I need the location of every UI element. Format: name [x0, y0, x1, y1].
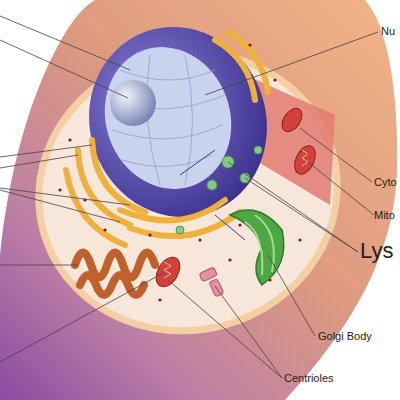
leader-line	[0, 272, 165, 362]
chromatin-strand	[120, 70, 215, 80]
smooth-er	[75, 253, 155, 296]
part-label: Cyto	[374, 177, 397, 188]
part-label: Nu	[381, 26, 395, 37]
lysosome	[207, 180, 217, 190]
ribosome	[148, 233, 151, 236]
er-fold	[130, 212, 240, 236]
part-label: Lys	[360, 240, 393, 262]
part-label: Centrioles	[284, 373, 334, 384]
leader-line	[0, 188, 130, 205]
er-fold	[120, 200, 225, 220]
chromatin-strand	[122, 155, 212, 166]
nucleolus	[110, 80, 156, 126]
leader-lines	[0, 16, 378, 378]
leader-line	[0, 145, 92, 157]
mitochondria	[151, 105, 319, 291]
ribosome	[198, 238, 201, 241]
ribosome	[228, 258, 231, 261]
leader-line	[215, 286, 282, 378]
lysosomes	[176, 146, 262, 234]
cristae	[302, 150, 308, 166]
chromatin-strand	[185, 55, 193, 185]
nucleus	[62, 2, 293, 243]
ribosomes	[58, 43, 301, 301]
ribosome	[273, 78, 276, 81]
cytoskeleton	[180, 150, 245, 240]
ribosome	[248, 43, 251, 46]
chromatin-strand	[147, 55, 160, 185]
ribosome	[238, 223, 241, 226]
golgi-fold	[255, 215, 274, 272]
leader-line	[228, 162, 358, 252]
er-fold	[228, 32, 268, 92]
chromatin-strand	[112, 125, 222, 139]
lysosome	[254, 146, 262, 154]
leader-line	[268, 255, 315, 336]
part-label: Golgi Body	[318, 331, 372, 342]
golgi-body	[230, 210, 284, 285]
mitochondrion	[151, 253, 184, 291]
mitochondrion	[291, 143, 320, 178]
ribosome	[158, 298, 161, 301]
cristae	[164, 262, 171, 278]
nucleoplasm	[85, 29, 251, 207]
leader-line	[205, 32, 378, 95]
golgi-cisterna	[230, 210, 284, 285]
ribosome	[298, 238, 301, 241]
ribosome	[68, 138, 71, 141]
leader-line	[245, 178, 358, 252]
lysosome	[176, 226, 184, 234]
part-label: Mito	[374, 210, 395, 221]
mitochondrion	[278, 105, 306, 135]
leader-line	[0, 190, 120, 222]
leader-line	[0, 155, 78, 168]
leader-line	[308, 162, 374, 215]
leader-line	[0, 16, 130, 70]
leader-line	[168, 280, 282, 378]
leader-line	[0, 265, 78, 266]
ribosome	[103, 228, 106, 231]
leader-line	[0, 40, 128, 98]
leader-line	[300, 128, 372, 182]
ribosome	[58, 188, 61, 191]
er-fold	[66, 170, 125, 245]
golgi-fold	[245, 222, 262, 275]
